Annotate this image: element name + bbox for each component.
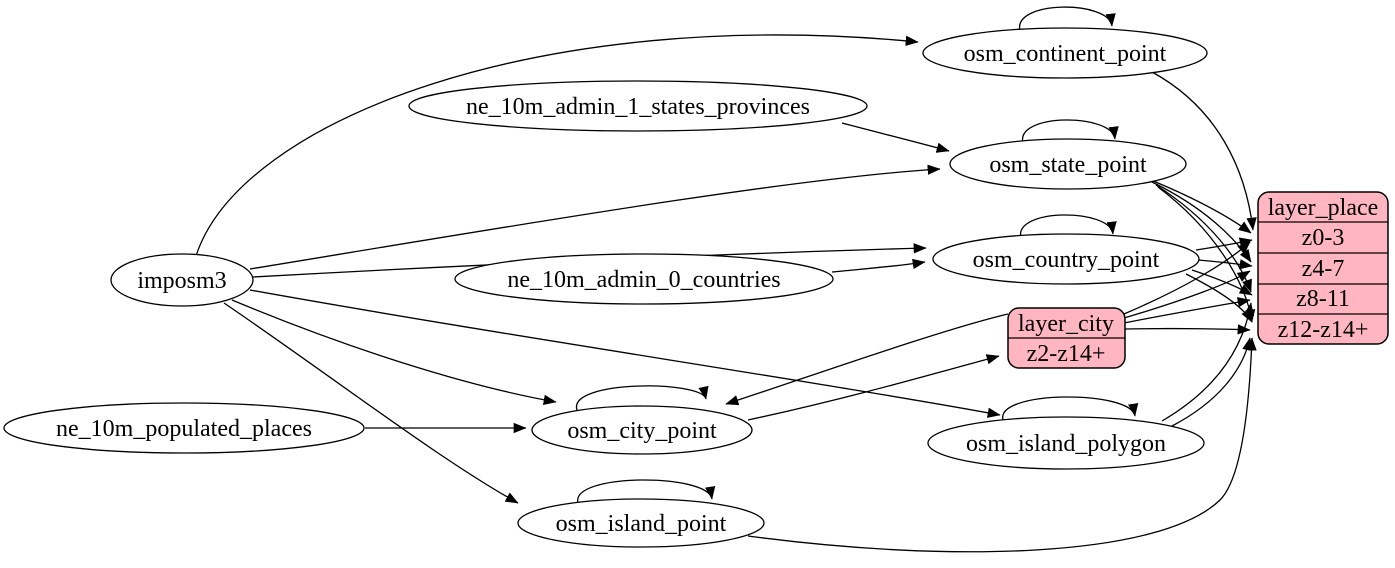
node-ne_10m_admin_0_countries: ne_10m_admin_0_countries	[454, 253, 834, 305]
edge-imposm3-to-osm_state_point	[249, 164, 941, 270]
node-osm_state_point: osm_state_point	[949, 138, 1187, 190]
osm_island_polygon-label: osm_island_polygon	[966, 431, 1166, 457]
edge-layer_city-to-layer_place-z8-11	[1123, 297, 1251, 324]
osm_city_point-label: osm_city_point	[567, 418, 717, 444]
layer_place-row-z12-z14: z12-z14+	[1278, 317, 1369, 343]
edge-osm_island_point-to-layer_place-z12-z14	[747, 337, 1257, 553]
edge-imposm3-to-osm_continent_point	[195, 34, 919, 257]
imposm3-shape	[110, 253, 254, 307]
osm_island_point-shape	[517, 498, 765, 548]
ne_10m_populated_places-shape	[3, 402, 365, 454]
node-osm_island_polygon: osm_island_polygon	[927, 416, 1205, 470]
osm_continent_point-label: osm_continent_point	[964, 41, 1167, 67]
layer_place-shape	[1257, 191, 1389, 345]
layer_place-title: layer_place	[1268, 195, 1379, 221]
ne_10m_admin_1_states_provinces-label: ne_10m_admin_1_states_provinces	[466, 94, 810, 120]
selfloop-osm_state_point	[1022, 119, 1119, 144]
osm_state_point-label: osm_state_point	[989, 152, 1147, 178]
edge-osm_country_point-to-layer_place-z8-11	[1191, 269, 1253, 296]
edge-osm_country_point-to-layer_place-z0-3	[1195, 237, 1253, 251]
edge-osm_country_point-to-layer_place-z4-7	[1197, 259, 1253, 270]
edge-layer_city-to-layer_place-z12-z14	[1123, 324, 1251, 335]
edge-layer	[195, 6, 1257, 553]
ne_10m_admin_1_states_provinces-shape	[408, 80, 868, 132]
osm_continent_point-shape	[922, 27, 1208, 79]
edge-layer_city-to-osm_city_point	[725, 313, 1009, 406]
edge-ne_10m_admin_0_countries-to-osm_country_point	[831, 258, 926, 273]
edge-osm_continent_point-to-layer_place-z0-3	[1151, 71, 1257, 231]
edge-osm_city_point-to-layer_city-z2-z14	[747, 354, 1000, 421]
selfloop-osm_island_point	[577, 479, 716, 504]
node-ne_10m_populated_places: ne_10m_populated_places	[3, 402, 365, 454]
ne_10m_populated_places-label: ne_10m_populated_places	[56, 416, 312, 442]
ne_10m_admin_0_countries-shape	[454, 253, 834, 305]
osm_country_point-shape	[932, 233, 1200, 285]
node-osm_continent_point: osm_continent_point	[922, 27, 1208, 79]
selfloop-osm_island_polygon	[1002, 396, 1139, 421]
osm_island_point-label: osm_island_point	[556, 511, 727, 537]
node-osm_country_point: osm_country_point	[932, 233, 1200, 285]
osm_island_polygon-shape	[927, 416, 1205, 470]
edge-ne_10m_admin_1_states_provinces-to-osm_state_point	[841, 122, 950, 153]
edge-imposm3-to-osm_island_polygon	[249, 289, 1001, 418]
edge-imposm3-to-osm_city_point	[231, 299, 557, 405]
osm_city_point-shape	[531, 405, 753, 455]
node-ne_10m_admin_1_states_provinces: ne_10m_admin_1_states_provinces	[408, 80, 868, 132]
edge-layer_city-to-layer_place-z4-7	[1123, 270, 1251, 319]
node-osm_city_point: osm_city_point	[531, 405, 753, 455]
edge-osm_state_point-to-layer_place-z0-3	[1145, 177, 1252, 234]
edge-layer_city-to-layer_place-z0-3	[1123, 241, 1251, 315]
layer_place-row-z8-11: z8-11	[1296, 286, 1350, 312]
selfloop-osm_city_point	[576, 385, 709, 411]
imposm3-label: imposm3	[137, 268, 226, 294]
layer_place-row-z4-7: z4-7	[1302, 256, 1345, 282]
record-layer_city: layer_city z2-z14+	[1007, 307, 1126, 369]
layer_place-row-z0-3: z0-3	[1302, 225, 1345, 251]
osm_country_point-label: osm_country_point	[973, 247, 1160, 273]
edge-osm_island_polygon-to-layer_place-z8-11	[1161, 302, 1255, 422]
record-layer_place: layer_place z0-3 z4-7 z8-11 z12-z14+	[1257, 191, 1389, 345]
ne_10m_admin_0_countries-label: ne_10m_admin_0_countries	[507, 267, 780, 293]
edge-imposm3-to-osm_island_point	[223, 302, 519, 504]
layer_city-row-z2-z14: z2-z14+	[1027, 341, 1106, 367]
node-osm_island_point: osm_island_point	[517, 498, 765, 548]
selfloop-osm_country_point	[1020, 214, 1117, 239]
osm_state_point-shape	[949, 138, 1187, 190]
edge-osm_country_point-to-layer_place-z12-z14	[1185, 273, 1253, 323]
node-imposm3: imposm3	[110, 253, 254, 307]
selfloop-osm_continent_point	[1019, 6, 1116, 32]
layer_city-title: layer_city	[1018, 311, 1114, 337]
